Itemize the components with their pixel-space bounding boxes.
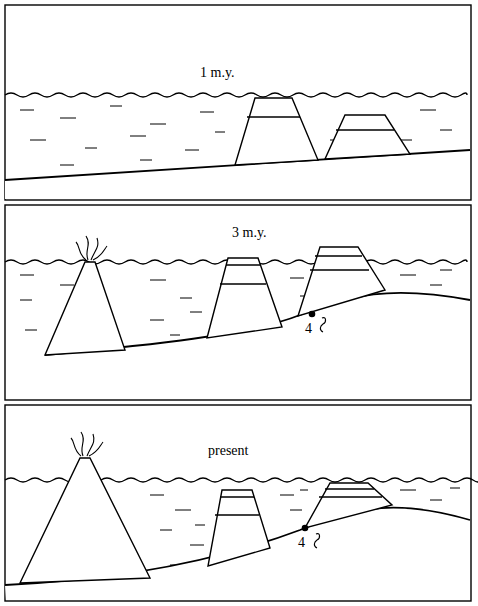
sample-dot	[302, 525, 307, 530]
eruption-plume	[76, 236, 107, 260]
panel-frame	[5, 405, 471, 601]
sea-surface	[5, 93, 467, 97]
reef-layer	[319, 489, 382, 497]
reef-layer	[336, 129, 394, 130]
guyot	[207, 258, 282, 338]
guyot	[325, 115, 410, 159]
fossil-symbol	[314, 534, 319, 548]
sample-number: 4	[305, 322, 312, 336]
time-label: 3 m.y.	[232, 226, 266, 240]
sample-number: 4	[298, 536, 305, 550]
fossil-symbol	[320, 318, 325, 332]
guyot	[298, 247, 385, 316]
panel-frame	[5, 5, 471, 200]
reef-layer	[247, 116, 300, 117]
time-label: 1 m.y.	[200, 66, 234, 80]
guyot	[305, 483, 392, 528]
time-label: present	[208, 444, 248, 458]
eruption-plume	[71, 432, 103, 456]
volcano	[45, 262, 125, 355]
volcano	[20, 458, 150, 583]
reef-layer	[215, 497, 259, 515]
reef-layer	[310, 256, 369, 270]
guyot	[208, 490, 270, 566]
guyot	[235, 98, 318, 165]
panel-frame	[5, 205, 471, 400]
sample-dot	[309, 311, 314, 316]
reef-layer	[220, 265, 266, 284]
